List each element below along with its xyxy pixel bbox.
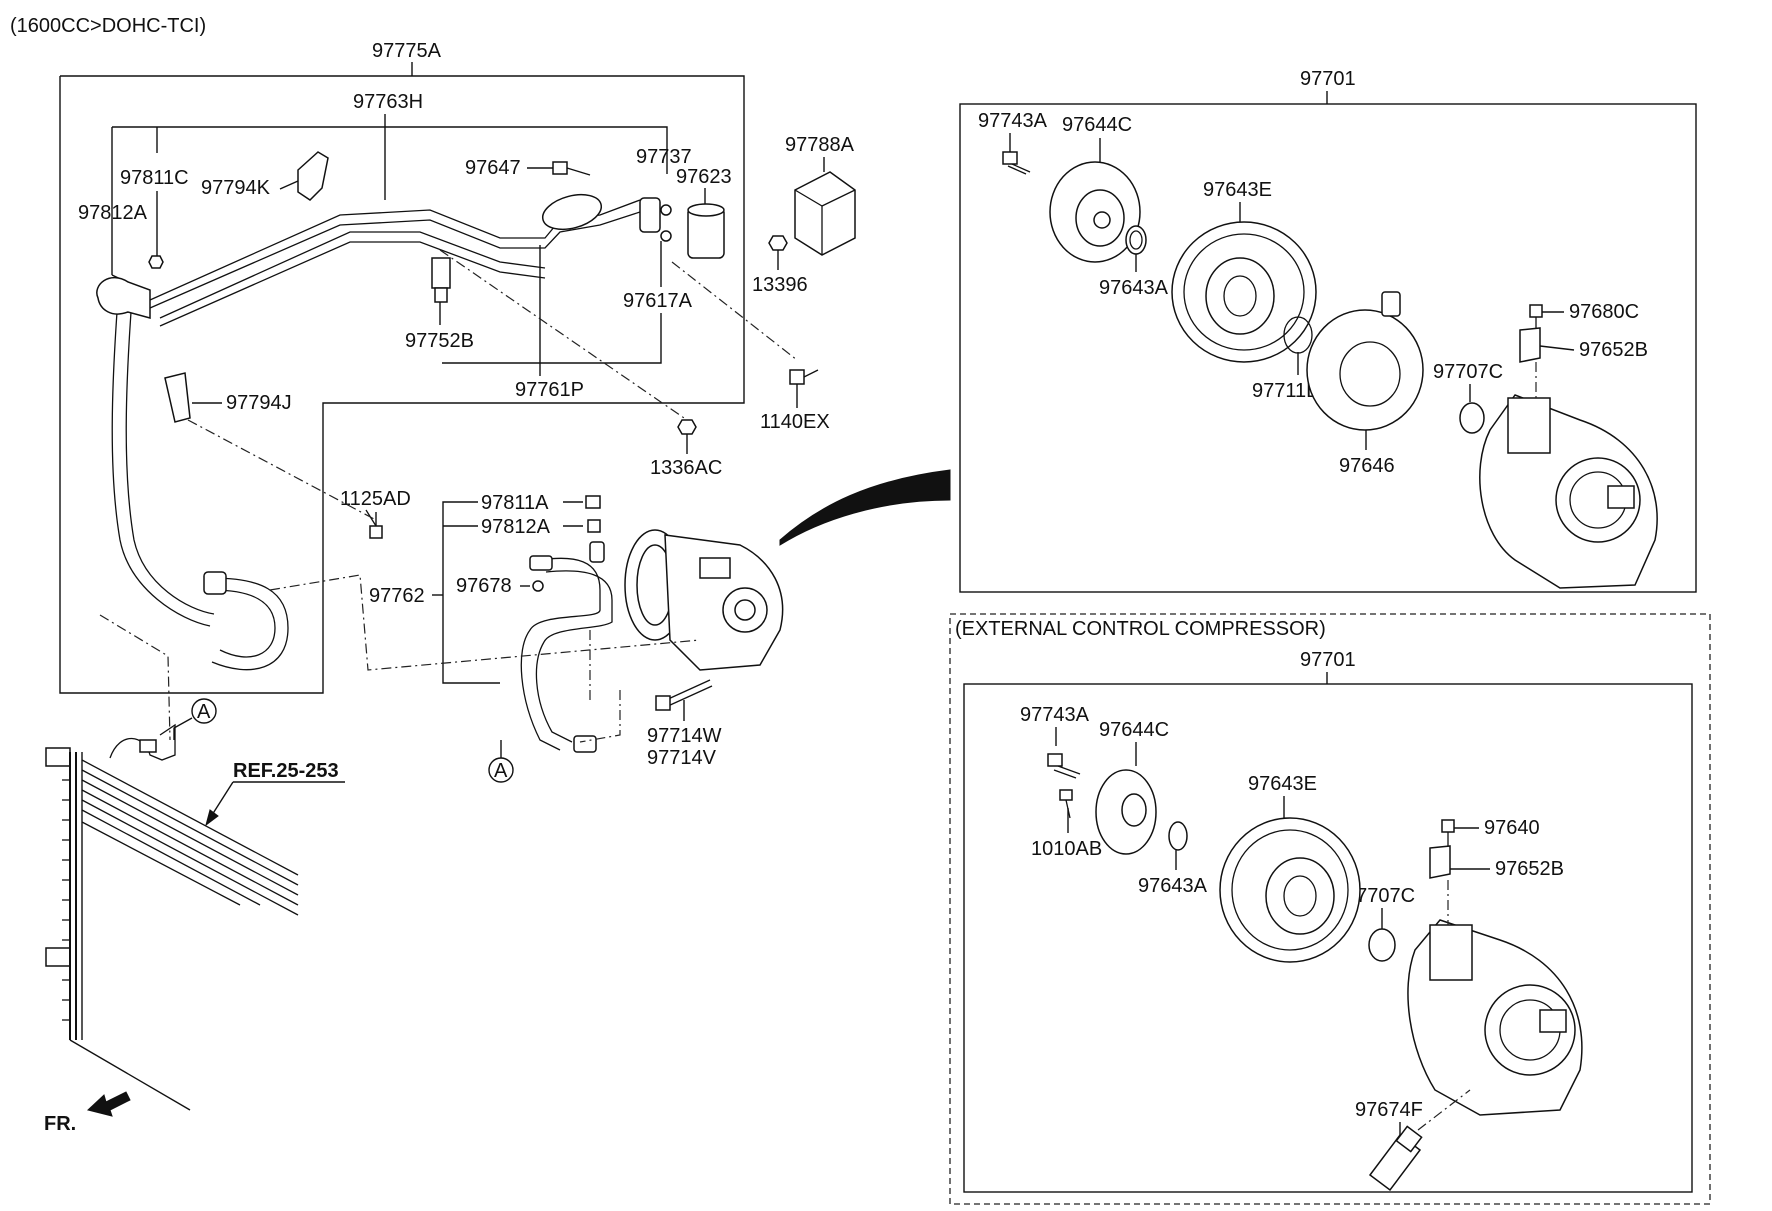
label-97812A-top[interactable]: 97812A	[78, 202, 148, 224]
label-fr: FR.	[44, 1113, 76, 1135]
label-97652B-ext[interactable]: 97652B	[1495, 858, 1564, 880]
label-97714W[interactable]: 97714W	[647, 725, 722, 747]
label-97623[interactable]: 97623	[676, 166, 732, 188]
svg-text:A: A	[197, 701, 211, 723]
label-97707C-top[interactable]: 97707C	[1433, 361, 1503, 383]
condenser-drawing	[45, 723, 299, 1111]
label-97646[interactable]: 97646	[1339, 455, 1395, 477]
label-13396[interactable]: 13396	[752, 274, 808, 296]
label-97752B[interactable]: 97752B	[405, 330, 474, 352]
label-97701-top[interactable]: 97701	[1300, 68, 1356, 90]
label-97707C-ext[interactable]: 97707C	[1345, 885, 1415, 907]
hose-assembly-frame: 97775A	[59, 40, 745, 694]
label-97775A[interactable]: 97775A	[372, 40, 442, 62]
label-97762[interactable]: 97762	[369, 585, 425, 607]
leader-lines-left	[99, 249, 798, 743]
hose-drawing	[96, 151, 856, 753]
label-97788A[interactable]: 97788A	[785, 134, 855, 156]
external-control-heading[interactable]: (EXTERNAL CONTROL COMPRESSOR)	[955, 618, 1326, 640]
label-group-97763H: 97763H	[111, 91, 668, 293]
svg-text:A: A	[494, 760, 508, 782]
label-97743A-ext[interactable]: 97743A	[1020, 704, 1090, 726]
label-1125AD[interactable]: 1125AD	[340, 488, 411, 510]
circle-marker-a-2: A	[488, 740, 514, 783]
label-97812A-low[interactable]: 97812A	[481, 516, 551, 538]
label-97643E-top[interactable]: 97643E	[1203, 179, 1272, 201]
label-97794K[interactable]: 97794K	[201, 177, 271, 199]
label-ref-25-253[interactable]: REF.25-253	[233, 760, 339, 782]
label-97647[interactable]: 97647	[465, 157, 521, 179]
compressor-box-external: (EXTERNAL CONTROL COMPRESSOR) 97701 9774…	[949, 613, 1711, 1205]
engine-spec-label: (1600CC>DOHC-TCI)	[10, 15, 206, 37]
label-1336AC[interactable]: 1336AC	[650, 457, 722, 479]
label-group-97761P: 97761P	[442, 245, 662, 401]
label-97811A[interactable]: 97811A	[481, 492, 549, 514]
detail-pointer	[779, 469, 951, 546]
label-97643A-top[interactable]: 97643A	[1099, 277, 1169, 299]
circle-marker-a-1: A	[173, 698, 217, 740]
front-arrow-icon	[86, 1091, 131, 1117]
label-97743A-top[interactable]: 97743A	[978, 110, 1048, 132]
label-97644C-top[interactable]: 97644C	[1062, 114, 1132, 136]
label-97811C[interactable]: 97811C	[120, 167, 189, 189]
label-97640[interactable]: 97640	[1484, 817, 1540, 839]
label-97737[interactable]: 97737	[636, 146, 692, 168]
label-97711D[interactable]: 97711D	[1252, 380, 1321, 402]
label-97644C-ext[interactable]: 97644C	[1099, 719, 1169, 741]
label-97680C[interactable]: 97680C	[1569, 301, 1639, 323]
label-group-97762: 97811A 97812A 97762 97678	[369, 492, 583, 684]
label-97761P[interactable]: 97761P	[515, 379, 584, 401]
label-97678[interactable]: 97678	[456, 575, 512, 597]
label-97763H[interactable]: 97763H	[353, 91, 423, 113]
label-97643E-ext[interactable]: 97643E	[1248, 773, 1317, 795]
label-97714V[interactable]: 97714V	[647, 747, 717, 769]
label-97643A-ext[interactable]: 97643A	[1138, 875, 1208, 897]
label-97674F[interactable]: 97674F	[1355, 1099, 1423, 1121]
compressor-box-top: 97701 97743A 97644C 97643E 97643A 97680C…	[959, 68, 1697, 593]
label-1140EX[interactable]: 1140EX	[760, 411, 830, 433]
label-97652B-top[interactable]: 97652B	[1579, 339, 1648, 361]
label-1010AB[interactable]: 1010AB	[1031, 838, 1102, 860]
label-97617A[interactable]: 97617A	[623, 290, 693, 312]
label-97701-external[interactable]: 97701	[1300, 649, 1356, 671]
label-97794J[interactable]: 97794J	[226, 392, 292, 414]
